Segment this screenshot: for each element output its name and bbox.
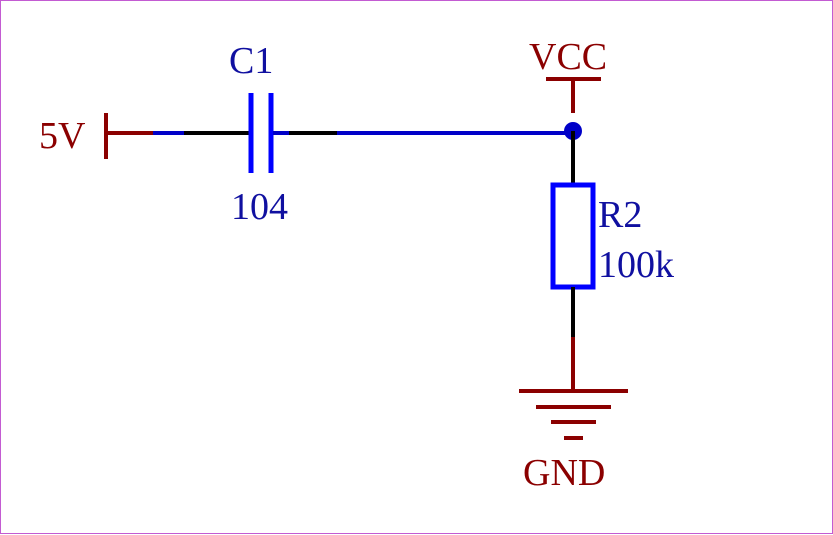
power-port-vcc: VCC xyxy=(529,36,607,113)
vcc-label: VCC xyxy=(529,36,607,78)
power-port-gnd: GND xyxy=(519,337,628,494)
c1-designator: C1 xyxy=(229,40,273,82)
gnd-label: GND xyxy=(523,452,605,494)
5v-label: 5V xyxy=(39,115,86,157)
r2-body xyxy=(550,182,596,290)
resistor-r2: R2 100k xyxy=(550,131,674,337)
power-port-5v: 5V xyxy=(39,113,153,159)
net-node xyxy=(273,122,582,140)
c1-value: 104 xyxy=(231,186,288,228)
r2-designator: R2 xyxy=(598,194,642,236)
r2-value: 100k xyxy=(598,244,674,286)
capacitor-c1: C1 104 xyxy=(229,40,288,228)
